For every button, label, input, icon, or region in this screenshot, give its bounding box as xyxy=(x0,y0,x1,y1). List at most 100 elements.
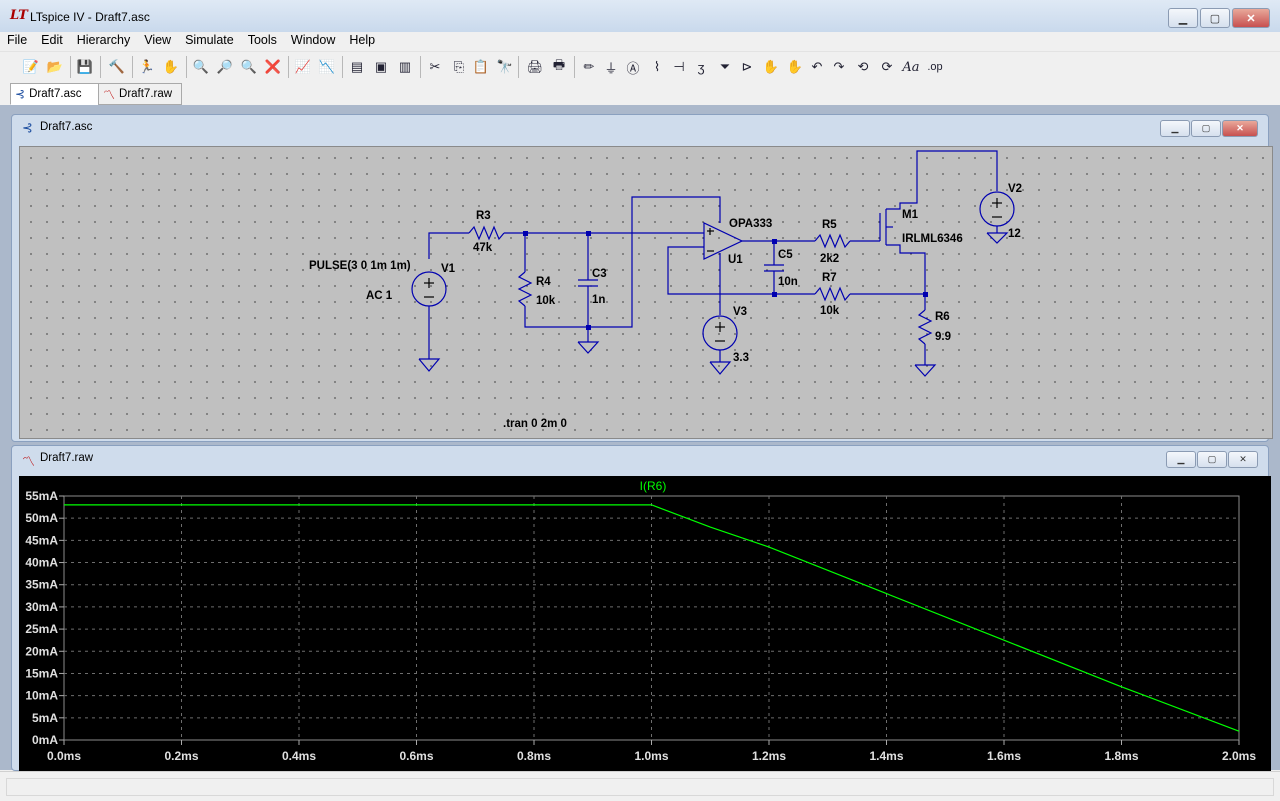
menu-simulate[interactable]: Simulate xyxy=(185,33,234,47)
new-schematic-icon[interactable]: 📝 xyxy=(22,59,40,74)
menu-bar: File Edit Hierarchy View Simulate Tools … xyxy=(0,32,1280,50)
x-tick-label: 0.0ms xyxy=(47,749,81,763)
zoom-out-icon[interactable]: 🔍 xyxy=(240,59,258,74)
trace-label[interactable]: I(R6) xyxy=(640,479,667,493)
find-icon[interactable]: 🔭 xyxy=(496,59,514,74)
document-tabs: ⊰ Draft7.asc 〽 Draft7.raw xyxy=(0,82,1280,105)
menu-view[interactable]: View xyxy=(144,33,172,47)
v1-pulse-text: PULSE(3 0 1m 1m) xyxy=(309,260,411,272)
tile-horizontal-icon[interactable]: ▤ xyxy=(350,59,364,74)
halt-icon[interactable]: ✋ xyxy=(162,59,180,74)
y-tick-label: 40mA xyxy=(25,556,58,570)
component-icon[interactable]: ⊳ xyxy=(741,59,753,74)
label-net-icon[interactable]: Ⓐ xyxy=(626,60,640,76)
paste-icon[interactable]: 📋 xyxy=(472,59,490,74)
x-tick-label: 1.2ms xyxy=(752,749,786,763)
tab-draft7-asc[interactable]: ⊰ Draft7.asc xyxy=(10,83,106,105)
spice-directive-icon[interactable]: .op xyxy=(927,61,943,73)
menu-tools[interactable]: Tools xyxy=(247,33,277,47)
rotate-icon[interactable]: ⟲ xyxy=(857,59,869,74)
x-tick-label: 0.8ms xyxy=(517,749,551,763)
tile-vertical-icon[interactable]: ▥ xyxy=(398,59,412,74)
x-tick-label: 2.0ms xyxy=(1222,749,1256,763)
menu-edit[interactable]: Edit xyxy=(41,33,63,47)
zoom-fit-icon[interactable]: ❌ xyxy=(264,59,282,74)
waveform-close-button[interactable]: ✕ xyxy=(1228,451,1258,468)
redo-icon[interactable]: ↷ xyxy=(833,59,845,74)
v3-label: V3 xyxy=(733,306,747,318)
waveform-icon: 〽 xyxy=(103,87,116,102)
text-icon[interactable]: Aa xyxy=(902,59,920,75)
open-icon[interactable]: 📂 xyxy=(46,59,64,74)
menu-window[interactable]: Window xyxy=(290,33,336,47)
mirror-icon[interactable]: ⟳ xyxy=(881,59,893,74)
status-bar xyxy=(0,771,1280,801)
y-tick-label: 55mA xyxy=(25,489,58,503)
circuit-drawing: R3 47k R4 10k C3 1n PULSE(3 0 1m 1m) V1 … xyxy=(309,150,1022,430)
c5-label: C5 xyxy=(778,249,793,261)
control-panel-icon[interactable]: 🔨 xyxy=(108,59,126,74)
schematic-icon: ⊰ xyxy=(15,87,26,101)
resistor-icon[interactable]: ⌇ xyxy=(653,59,661,74)
wire-icon[interactable]: ✏ xyxy=(583,59,595,74)
close-button[interactable]: ✕ xyxy=(1232,8,1270,28)
y-tick-label: 10mA xyxy=(25,689,58,703)
print-icon[interactable]: 🖶 xyxy=(552,57,566,72)
y-tick-label: 35mA xyxy=(25,578,58,592)
pan-icon[interactable]: 🔎 xyxy=(216,59,234,74)
tran-directive: .tran 0 2m 0 xyxy=(503,418,567,430)
print-preview-icon[interactable]: 🖨 xyxy=(526,59,544,74)
menu-help[interactable]: Help xyxy=(349,33,376,47)
capacitor-icon[interactable]: ⊣ xyxy=(673,59,685,74)
c5-value: 10n xyxy=(778,276,798,288)
u1-model: OPA333 xyxy=(729,218,772,230)
inductor-icon[interactable]: ʒ xyxy=(697,59,705,75)
save-icon[interactable]: 💾 xyxy=(76,59,94,74)
zoom-in-icon[interactable]: 🔍 xyxy=(192,59,210,74)
cascade-icon[interactable]: ▣ xyxy=(374,59,388,74)
maximize-button[interactable]: ▢ xyxy=(1200,8,1230,28)
title-bar: LT LTspice IV - Draft7.asc ▁ ▢ ✕ xyxy=(0,0,1280,33)
minimize-button[interactable]: ▁ xyxy=(1168,8,1198,28)
copy-icon[interactable]: ⎘ xyxy=(453,59,465,74)
window-title: LTspice IV - Draft7.asc xyxy=(30,10,150,24)
schematic-icon: ⊰ xyxy=(22,120,33,135)
mdi-area: ⊰ Draft7.asc ▁ ▢ ✕ xyxy=(0,105,1280,776)
r6-value: 9.9 xyxy=(935,331,951,343)
x-tick-label: 0.6ms xyxy=(399,749,433,763)
ground-icon[interactable]: ⏚ xyxy=(604,60,618,76)
tab-draft7-raw[interactable]: 〽 Draft7.raw xyxy=(98,83,182,105)
menu-file[interactable]: File xyxy=(7,33,28,47)
r3-label: R3 xyxy=(476,210,491,222)
x-tick-label: 1.0ms xyxy=(634,749,668,763)
run-icon[interactable]: 🏃 xyxy=(138,59,156,74)
schematic-maximize-button[interactable]: ▢ xyxy=(1191,120,1221,137)
cut-icon[interactable]: ✂ xyxy=(429,59,441,74)
x-tick-label: 1.8ms xyxy=(1104,749,1138,763)
x-tick-label: 0.2ms xyxy=(164,749,198,763)
drag-icon[interactable]: ✋ xyxy=(786,59,804,74)
waveform-maximize-button[interactable]: ▢ xyxy=(1197,451,1227,468)
v1-ac-text: AC 1 xyxy=(366,290,393,302)
delete-trace-icon[interactable]: 📉 xyxy=(318,59,336,74)
v2-label: V2 xyxy=(1008,183,1022,195)
y-tick-label: 5mA xyxy=(32,711,58,725)
move-icon[interactable]: ✋ xyxy=(762,59,780,74)
autorange-icon[interactable]: 📈 xyxy=(294,59,312,74)
r5-value: 2k2 xyxy=(820,253,839,265)
schematic-minimize-button[interactable]: ▁ xyxy=(1160,120,1190,137)
waveform-minimize-button[interactable]: ▁ xyxy=(1166,451,1196,468)
undo-icon[interactable]: ↶ xyxy=(811,59,823,74)
r6-label: R6 xyxy=(935,311,950,323)
schematic-close-button[interactable]: ✕ xyxy=(1222,120,1258,137)
schematic-canvas[interactable]: R3 47k R4 10k C3 1n PULSE(3 0 1m 1m) V1 … xyxy=(19,146,1273,439)
y-tick-label: 25mA xyxy=(25,622,58,636)
diode-icon[interactable]: ⏷ xyxy=(719,59,731,74)
r3-value: 47k xyxy=(473,242,493,254)
r7-label: R7 xyxy=(822,272,837,284)
y-tick-label: 0mA xyxy=(32,733,58,747)
menu-hierarchy[interactable]: Hierarchy xyxy=(76,33,131,47)
y-tick-label: 45mA xyxy=(25,533,58,547)
